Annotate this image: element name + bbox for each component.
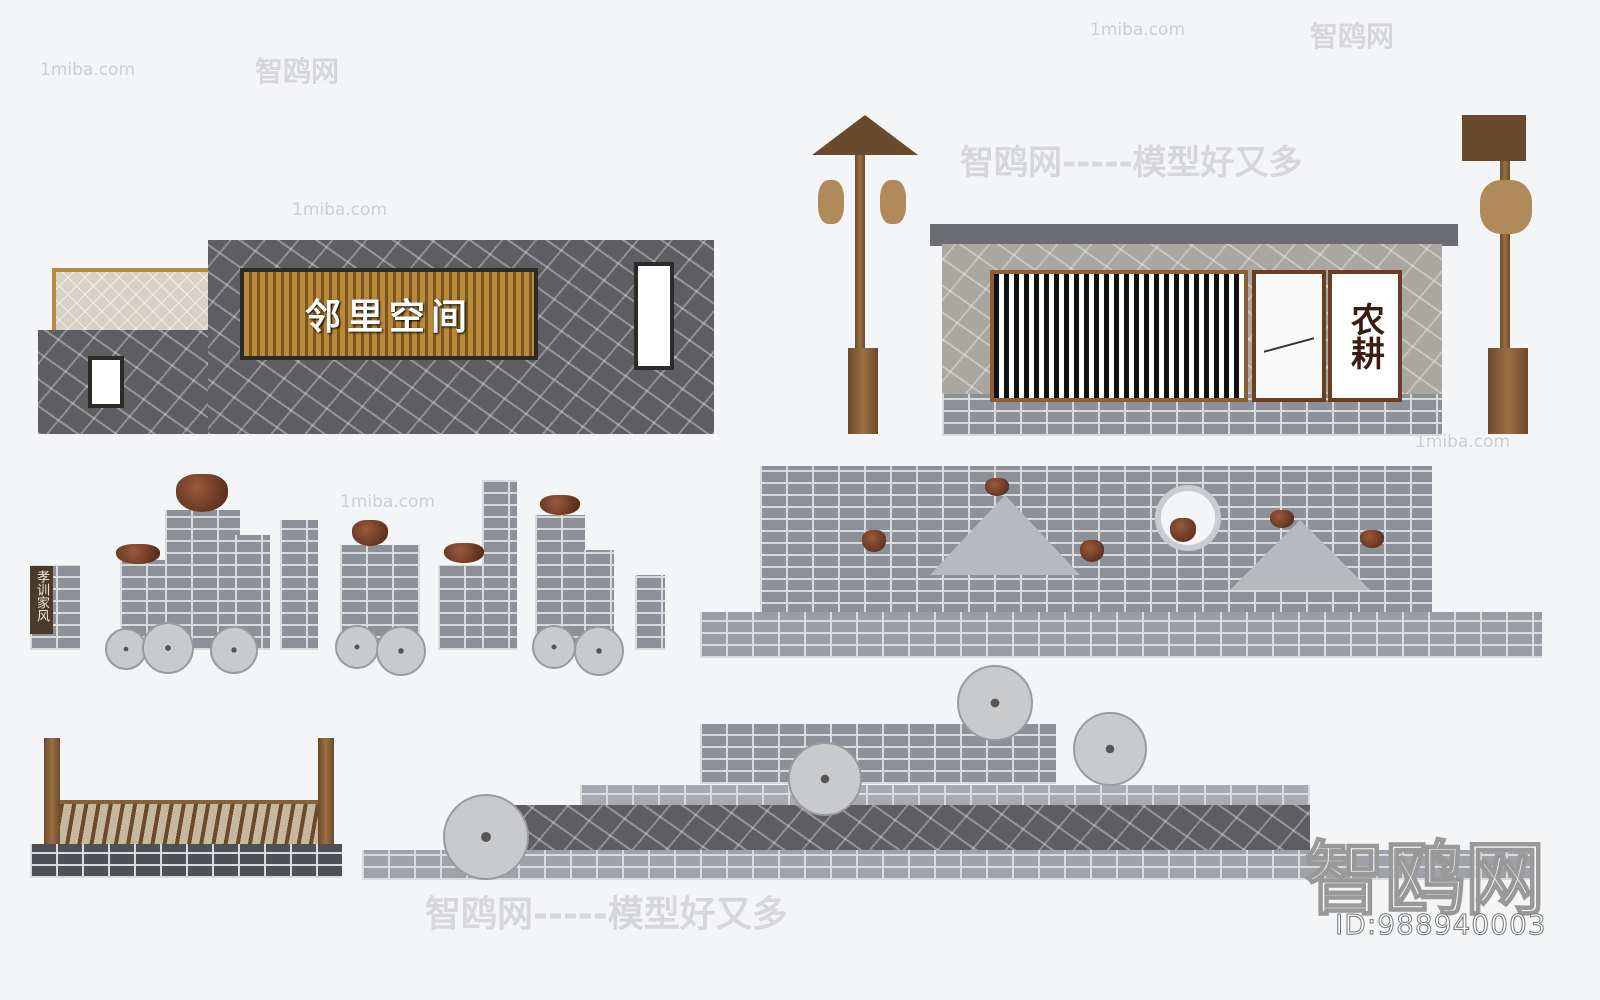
clay-bowl <box>116 544 160 564</box>
lantern-icon <box>880 180 906 224</box>
watermark-slogan: 智鸥网-----模型好又多 <box>960 143 1303 183</box>
lantern-icon <box>818 180 844 224</box>
millstone <box>532 625 576 669</box>
wall-window <box>634 262 674 370</box>
clay-pot <box>352 520 388 546</box>
ink-drawing <box>1264 307 1314 353</box>
millstone <box>376 626 426 676</box>
sign-text: 邻里空间 <box>304 297 473 338</box>
sign-neighborhood-space: 邻里空间 <box>240 268 538 360</box>
millstone <box>574 626 624 676</box>
lantern-icon <box>1480 180 1532 234</box>
lamp-post <box>1500 150 1510 350</box>
watermark-brand-large: 智鸥网 <box>1304 832 1546 927</box>
slatted-screen <box>990 270 1248 402</box>
stele-filial-family: 孝训家风 <box>30 566 53 634</box>
millstone <box>443 794 529 880</box>
watermark-site: 1miba.com <box>40 60 136 80</box>
brick-pillar <box>482 480 517 650</box>
lamp-post <box>855 150 865 350</box>
watermark-slogan: 智鸥网-----模型好又多 <box>425 894 788 935</box>
clay-pot <box>1270 510 1294 528</box>
stone-wall-low <box>38 330 218 434</box>
watermark-brand: 智鸥网 <box>1310 20 1395 53</box>
watermark-site: 1miba.com <box>1090 20 1186 40</box>
clay-pot <box>1080 540 1104 562</box>
watermark-site: 1miba.com <box>292 200 388 220</box>
wall-window <box>88 356 124 408</box>
watermark-site: 1miba.com <box>1415 432 1511 452</box>
millstone <box>957 665 1033 741</box>
millstone <box>142 622 194 674</box>
brick-base <box>362 850 1530 880</box>
millstone <box>335 625 379 669</box>
clay-pot <box>1360 530 1384 548</box>
fence-post <box>318 738 334 848</box>
millstone <box>1073 712 1147 786</box>
brick-pillar <box>280 520 318 650</box>
brick-step <box>580 785 1310 807</box>
model-id: ID:988940003 <box>1335 908 1547 942</box>
painting-farmer <box>1252 270 1326 402</box>
millstone <box>105 628 147 670</box>
sign-text: 农耕 <box>1344 302 1385 370</box>
brick-base <box>700 612 1542 658</box>
clay-pot <box>176 474 228 512</box>
lamp-base <box>848 348 878 434</box>
watermark-brand: 智鸥网 <box>255 55 340 88</box>
fence-post <box>44 738 60 848</box>
fence-base <box>30 844 342 878</box>
brick-pillar <box>635 575 665 650</box>
clay-bowl <box>444 543 484 563</box>
stone-terrace <box>480 805 1310 853</box>
lamp-roof <box>1462 115 1526 161</box>
sign-farming-culture: 农耕 <box>1328 270 1402 402</box>
clay-pot <box>985 478 1009 496</box>
clay-bowl <box>540 495 580 515</box>
fence-railing <box>52 268 220 338</box>
brick-pillar <box>438 565 488 650</box>
millstone <box>210 626 258 674</box>
millstone <box>788 742 862 816</box>
clay-pot <box>1170 518 1196 542</box>
watermark-site: 1miba.com <box>340 492 436 512</box>
wall-roof-tiles <box>930 224 1458 246</box>
wooden-fence <box>60 800 318 848</box>
clay-pot <box>862 530 886 552</box>
lamp-base <box>1488 348 1528 434</box>
lamp-roof <box>812 115 918 155</box>
